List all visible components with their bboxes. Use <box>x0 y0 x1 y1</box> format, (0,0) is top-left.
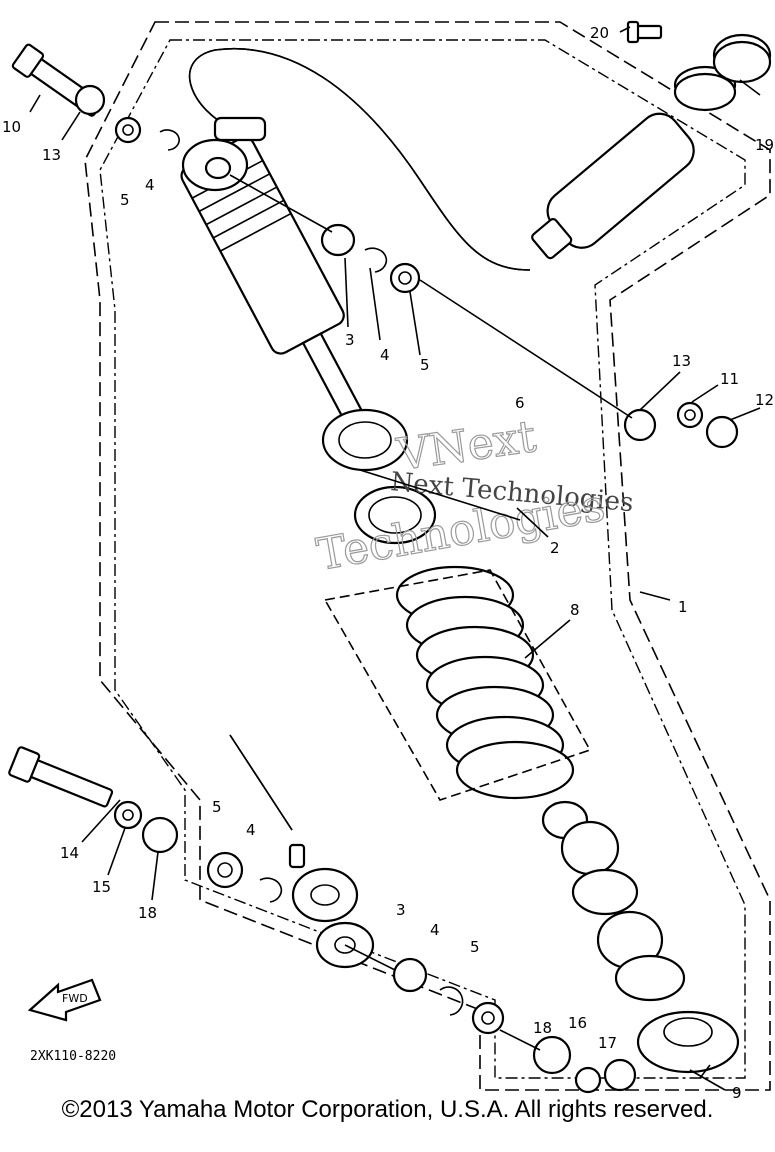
callout-labels: 1 2 3 3 4 4 4 4 5 5 5 5 6 8 9 10 11 12 1… <box>2 24 774 1102</box>
svg-text:4: 4 <box>145 176 155 194</box>
reservoir-tank <box>531 112 695 260</box>
svg-text:3: 3 <box>396 901 406 919</box>
lock-nut <box>353 485 437 545</box>
leader-lines <box>29 26 761 1091</box>
ref-code: 2XK110-8220 <box>30 1049 116 1064</box>
lower-bolt <box>8 746 114 808</box>
upper-nut <box>74 84 106 116</box>
inner-outline <box>99 39 746 1079</box>
lower-eye <box>291 867 359 923</box>
svg-text:4: 4 <box>246 821 256 839</box>
fwd-label: FWD <box>62 992 88 1005</box>
copyright-notice: ©2013 Yamaha Motor Corporation, U.S.A. A… <box>61 1096 714 1123</box>
svg-text:18: 18 <box>138 904 157 922</box>
svg-text:5: 5 <box>212 798 222 816</box>
svg-text:3: 3 <box>345 331 355 349</box>
svg-text:13: 13 <box>42 146 61 164</box>
svg-text:2: 2 <box>550 539 560 557</box>
right-collar <box>623 408 657 442</box>
spring-seat <box>636 1010 740 1074</box>
rear-shock-diagram: FWD 2XK110-8220 VNext Next Technologies … <box>2 20 774 1102</box>
fwd-arrow: FWD <box>27 978 102 1022</box>
svg-text:11: 11 <box>720 370 739 388</box>
svg-text:10: 10 <box>2 118 21 136</box>
svg-text:18: 18 <box>533 1019 552 1037</box>
svg-text:9: 9 <box>732 1084 742 1102</box>
svg-text:16: 16 <box>568 1014 587 1032</box>
svg-text:5: 5 <box>120 191 130 209</box>
svg-text:20: 20 <box>590 24 609 42</box>
svg-text:14: 14 <box>60 844 79 862</box>
svg-text:5: 5 <box>470 938 480 956</box>
svg-text:4: 4 <box>430 921 440 939</box>
svg-text:5: 5 <box>420 356 430 374</box>
svg-text:15: 15 <box>92 878 111 896</box>
adjuster-nut <box>321 408 409 472</box>
assembly-outline <box>84 21 771 1091</box>
svg-text:1: 1 <box>678 598 688 616</box>
hose-fitting <box>213 116 267 142</box>
reservoir-clamp <box>673 33 772 112</box>
right-nut <box>705 415 739 449</box>
svg-text:17: 17 <box>598 1034 617 1052</box>
svg-text:8: 8 <box>570 601 580 619</box>
svg-text:12: 12 <box>755 391 774 409</box>
svg-text:13: 13 <box>672 352 691 370</box>
svg-text:4: 4 <box>380 346 390 364</box>
svg-text:19: 19 <box>755 136 774 154</box>
coil-spring <box>395 565 575 800</box>
svg-text:6: 6 <box>515 394 525 412</box>
clamp-bolt <box>626 20 663 44</box>
